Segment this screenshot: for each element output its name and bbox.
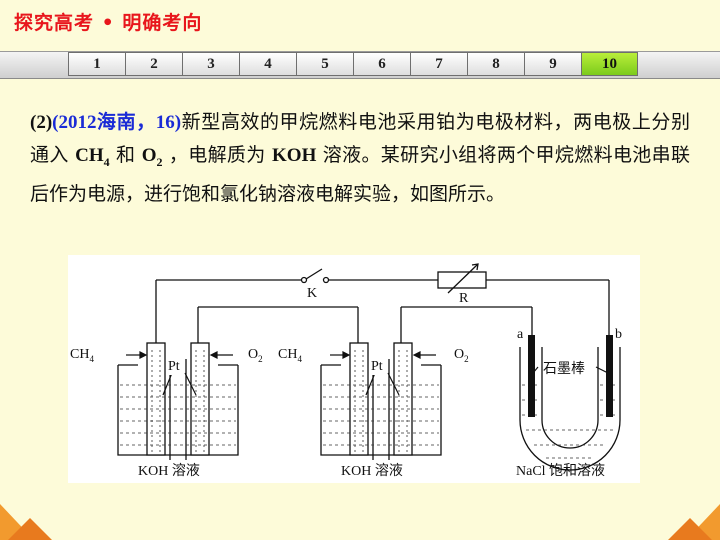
cell2-o2-label: O2: [454, 347, 469, 364]
tab-question-9[interactable]: 9: [524, 52, 581, 76]
question-nav-bar: 1 2 3 4 5 6 7 8 9 10: [0, 51, 720, 79]
tab-question-8[interactable]: 8: [467, 52, 524, 76]
tab-question-3[interactable]: 3: [182, 52, 239, 76]
tab-question-2[interactable]: 2: [125, 52, 182, 76]
cell2-pt-label: Pt: [371, 359, 383, 375]
question-number: (2): [30, 112, 53, 133]
resistor-label: R: [459, 291, 469, 306]
cell1-solution-label: KOH 溶液: [138, 464, 200, 479]
tab-question-7[interactable]: 7: [410, 52, 467, 76]
tab-question-6[interactable]: 6: [353, 52, 410, 76]
graphite-rod-label: 石墨棒: [543, 358, 585, 378]
tab-question-5[interactable]: 5: [296, 52, 353, 76]
cell2-ch4-label: CH4: [278, 347, 302, 364]
question-text: (2)(2012海南，16)新型高效的甲烷燃料电池采用铂为电极材料，两电极上分别…: [30, 111, 690, 205]
question-tabs: 1 2 3 4 5 6 7 8 9 10: [68, 52, 638, 78]
question-source: (2012海南，16): [52, 111, 182, 133]
cell1-o2-label: O2: [248, 347, 263, 364]
utube-solution-label: NaCl 饱和溶液: [516, 464, 606, 479]
electrode-a-label: a: [517, 327, 524, 342]
cell2-solution-label: KOH 溶液: [341, 464, 403, 479]
left-corner-decoration: [0, 504, 52, 540]
circuit-diagram: [117, 263, 621, 471]
cell1-pt-label: Pt: [168, 359, 180, 375]
switch-label: K: [307, 286, 318, 301]
tab-question-4[interactable]: 4: [239, 52, 296, 76]
tab-question-10[interactable]: 10: [581, 52, 638, 76]
right-corner-decoration: [668, 504, 720, 540]
cell1-ch4-label: CH4: [70, 347, 94, 364]
page-title: 探究高考 • 明确考向: [14, 12, 203, 34]
tab-question-1[interactable]: 1: [68, 52, 125, 76]
electrode-b-label: b: [615, 327, 622, 342]
electrolysis-diagram: K R CH4 O2 Pt KOH 溶液 CH4 O2 Pt KOH 溶液 a …: [68, 255, 640, 483]
